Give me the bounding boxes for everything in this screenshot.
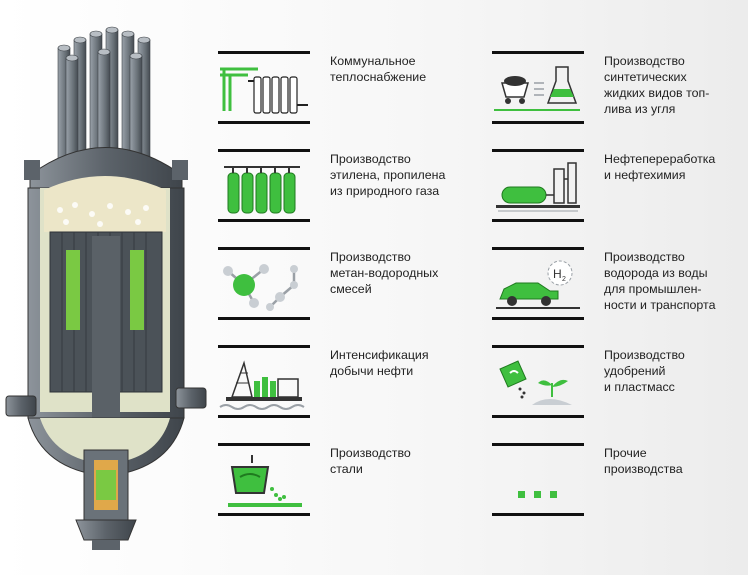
- separator-line: [492, 345, 584, 348]
- application-item: Нефтепереработка и нефтехимия: [492, 149, 748, 229]
- application-label: Производство удобрений и пластмасс: [604, 348, 685, 394]
- separator-line: [218, 51, 310, 54]
- radiator-pipes-icon: [220, 67, 308, 114]
- application-label: Прочие производства: [604, 446, 683, 476]
- application-item: Производство стали: [218, 443, 478, 523]
- application-item: Коммунальное теплоснабжение: [218, 51, 478, 131]
- application-label: Производство метан-водородных смесей: [330, 250, 439, 296]
- separator-line: [492, 317, 584, 320]
- separator-line: [492, 219, 584, 222]
- application-label: Производство стали: [330, 446, 411, 476]
- svg-text:H: H: [553, 267, 562, 281]
- application-item: H 2 Производство водорода из воды для пр…: [492, 247, 748, 327]
- application-label: Интенсификация добычи нефти: [330, 348, 429, 378]
- separator-line: [492, 415, 584, 418]
- ellipsis-icon: [518, 491, 557, 498]
- separator-line: [492, 121, 584, 124]
- oil-platform-icon: [219, 360, 305, 410]
- separator-line: [218, 513, 310, 516]
- separator-line: [218, 149, 310, 152]
- application-label: Нефтепереработка и нефтехимия: [604, 152, 716, 182]
- application-label: Производство водорода из воды для промыш…: [604, 250, 716, 312]
- molecule-icon: [223, 264, 298, 311]
- separator-line: [492, 513, 584, 516]
- separator-line: [218, 415, 310, 418]
- application-item: Производство синтетических жидких видов …: [492, 51, 748, 131]
- application-item: Производство удобрений и пластмасс: [492, 345, 748, 425]
- application-item: Прочие производства: [492, 443, 748, 523]
- separator-line: [218, 121, 310, 124]
- hydrogen-car-icon: H 2: [496, 260, 580, 309]
- separator-line: [492, 443, 584, 446]
- separator-line: [218, 317, 310, 320]
- application-label: Производство этилена, пропилена из приро…: [330, 152, 446, 198]
- application-item: Производство метан-водородных смесей: [218, 247, 478, 327]
- gas-cylinders-icon: [224, 166, 300, 214]
- separator-line: [492, 247, 584, 250]
- fertilizer-plant-icon: [499, 360, 572, 405]
- separator-line: [218, 345, 310, 348]
- nuclear-reactor-cutaway-icon: [5, 26, 207, 550]
- application-label: Коммунальное теплоснабжение: [330, 54, 427, 84]
- separator-line: [492, 149, 584, 152]
- coal-to-fuel-icon: [494, 66, 580, 111]
- refinery-icon: [496, 162, 580, 212]
- svg-text:2: 2: [562, 276, 566, 283]
- separator-line: [218, 247, 310, 250]
- application-label: Производство синтетических жидких видов …: [604, 54, 710, 116]
- separator-line: [218, 443, 310, 446]
- application-item: Производство этилена, пропилена из приро…: [218, 149, 478, 229]
- application-item: Интенсификация добычи нефти: [218, 345, 478, 425]
- steel-ladle-icon: [228, 455, 302, 507]
- separator-line: [218, 219, 310, 222]
- separator-line: [492, 51, 584, 54]
